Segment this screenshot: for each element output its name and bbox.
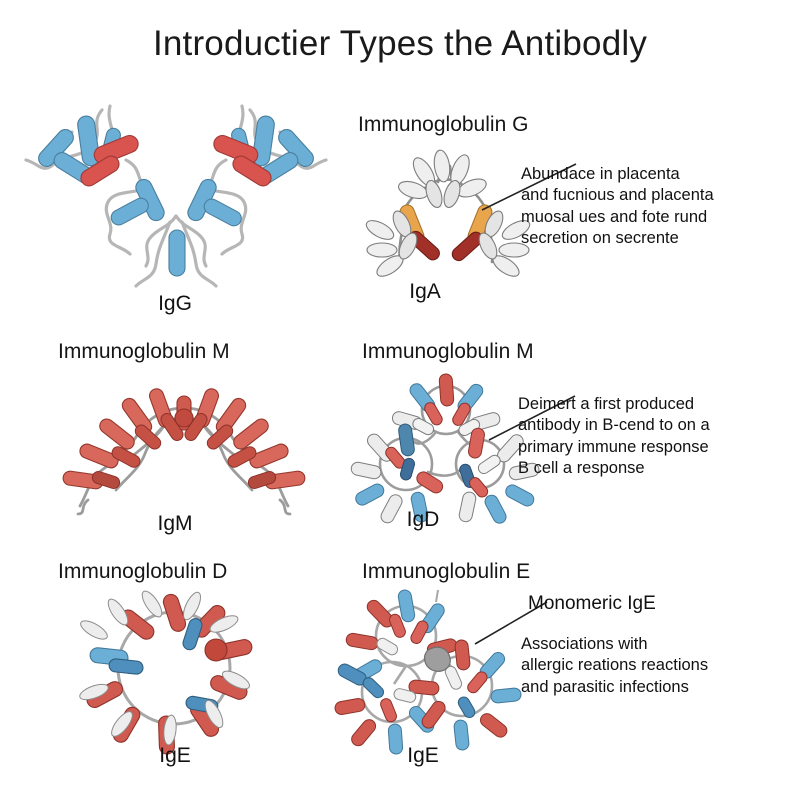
igg-helix-group-right xyxy=(213,115,314,187)
leader-line-iga xyxy=(480,160,590,212)
annotation-igd: Deimert a first produced antibody in B-c… xyxy=(518,394,710,480)
header-immunoglobulin-d: Immunoglobulin D xyxy=(58,560,228,583)
annotation-ige-line-1: Associations with xyxy=(521,635,648,653)
igm-helix-ring xyxy=(62,388,306,490)
igd-structure-svg xyxy=(350,373,540,524)
annotation-ige: Associations with allergic reations reac… xyxy=(521,634,708,698)
annotation-ige-lead-text: Monomeric IgE xyxy=(528,593,656,614)
ige-ring-helices xyxy=(79,590,253,755)
annotation-ige-line-3: and parasitic infections xyxy=(521,677,689,696)
caption-ige-left: IgE xyxy=(159,744,191,767)
igd-ring-top xyxy=(391,373,501,437)
iga-cluster-bottom-right xyxy=(478,210,531,277)
leader-line-ige xyxy=(473,598,559,646)
ige-ring-structure-svg xyxy=(79,590,253,755)
iga-cluster-top xyxy=(397,149,487,209)
annotation-iga-line-2: and fucnious and placenta xyxy=(521,186,714,205)
annotation-iga: Abundace in placenta and fucnious and pl… xyxy=(521,164,714,250)
annotation-ige-lead: Monomeric IgE xyxy=(528,592,656,617)
annotation-iga-line-3: muosal ues and fote rund xyxy=(521,207,708,226)
ige-cluster-ring-c xyxy=(421,639,522,751)
figure-ige-right xyxy=(334,588,534,755)
header-immunoglobulin-m-right: Immunoglobulin M xyxy=(362,340,534,363)
caption-igd: IgD xyxy=(406,508,440,531)
ige-cluster-structure-svg xyxy=(334,589,522,755)
caption-igm: IgM xyxy=(157,512,193,535)
caption-ige-right: IgE xyxy=(407,744,439,767)
figure-iga xyxy=(365,149,538,280)
annotation-ige-line-2: allergic reations reactions xyxy=(521,656,709,675)
annotation-iga-line-4: secretion on secrente xyxy=(521,229,679,248)
header-immunoglobulin-m-left: Immunoglobulin M xyxy=(58,340,230,363)
igm-structure-svg xyxy=(62,388,306,516)
annotation-igd-line-1: Deimert a first produced xyxy=(518,395,695,413)
caption-iga: IgA xyxy=(409,280,441,303)
igg-structure-svg xyxy=(24,104,328,288)
annotation-iga-line-1: Abundace in placenta xyxy=(521,165,680,183)
figure-igm-left xyxy=(62,374,306,516)
annotation-igd-line-4: B cell a response xyxy=(518,459,645,478)
ige-cluster-ring-b xyxy=(334,663,440,755)
caption-igg: IgG xyxy=(158,292,192,315)
header-immunoglobulin-e: Immunoglobulin E xyxy=(362,560,531,583)
igg-helix-group-left xyxy=(38,115,139,187)
annotation-igd-line-3: primary immune response xyxy=(518,437,709,456)
figure-igg xyxy=(18,88,338,288)
annotation-igd-line-2: antibody in B-cend to on a xyxy=(518,416,710,435)
page-title: Introductier Types the Antibodly xyxy=(152,24,648,63)
iga-cluster-bottom-left xyxy=(365,210,418,277)
figure-ige-left xyxy=(74,588,274,755)
header-immunoglobulin-g: Immunoglobulin G xyxy=(358,113,529,136)
igg-helix-group-stem xyxy=(110,178,242,277)
iga-structure-svg xyxy=(365,149,531,277)
igd-ring-left xyxy=(350,423,444,524)
leader-line-igd xyxy=(487,392,587,442)
figure-igd xyxy=(350,372,540,524)
igd-ring-right xyxy=(458,427,540,524)
